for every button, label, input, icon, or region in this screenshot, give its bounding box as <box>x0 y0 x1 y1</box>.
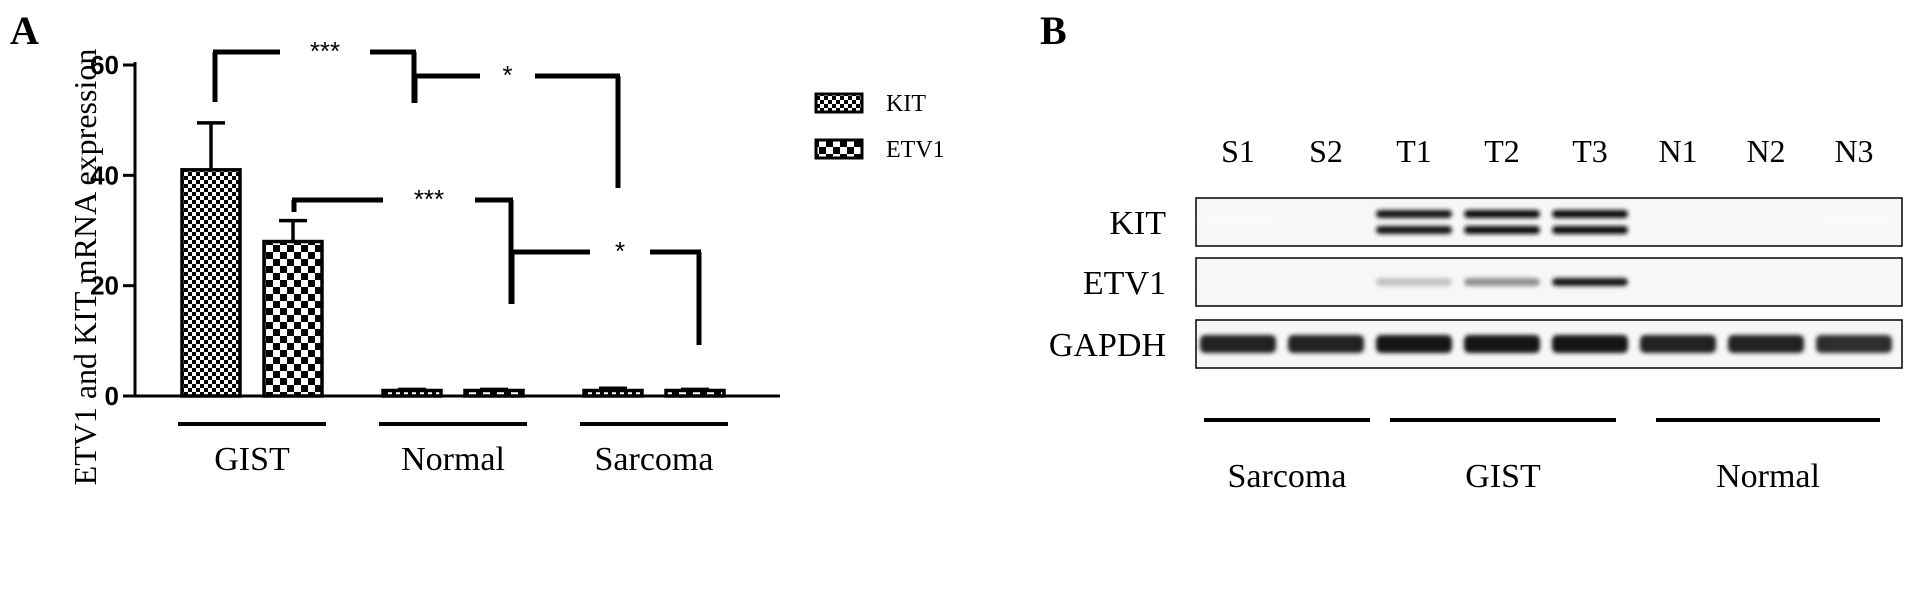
blot-band <box>1464 210 1540 218</box>
lane-label-n2: N2 <box>1746 133 1785 169</box>
legend-label-etv1: ETV1 <box>886 137 945 163</box>
blot-row-label-gapdh: GAPDH <box>1049 327 1166 364</box>
blot-band <box>1728 278 1804 286</box>
blot-band <box>1728 335 1804 353</box>
significance-marker: *** <box>310 36 340 66</box>
category-label-gist: GIST <box>214 441 290 478</box>
bar-kit-sarcoma <box>582 388 644 398</box>
lane-label-s2: S2 <box>1309 133 1343 169</box>
blot-band <box>1464 278 1540 286</box>
category-labels: GIST Normal Sarcoma <box>178 422 728 478</box>
blot-band <box>1816 335 1892 353</box>
bar-etv1-normal <box>463 388 525 398</box>
group-label-gist: GIST <box>1465 458 1541 495</box>
blot-band <box>1200 278 1276 286</box>
panel-a-label: A <box>10 8 39 53</box>
lane-label-t2: T2 <box>1484 133 1520 169</box>
panel-b-label: B <box>1040 8 1067 53</box>
lane-label-t1: T1 <box>1396 133 1432 169</box>
y-tick-label: 0 <box>105 381 119 411</box>
bar-kit-normal <box>381 388 443 398</box>
blot-band <box>1552 226 1628 234</box>
blot-band <box>1376 210 1452 218</box>
blot-band <box>1376 226 1452 234</box>
bar-etv1-gist <box>262 239 324 398</box>
blot-band <box>1200 335 1276 353</box>
significance-brackets: ******** <box>212 36 702 345</box>
group-label-sarcoma: Sarcoma <box>1228 458 1347 495</box>
group-label-normal: Normal <box>1716 458 1820 495</box>
blot-band <box>1376 278 1452 286</box>
lane-group-labels: Sarcoma GIST Normal <box>1204 418 1880 495</box>
y-tick-label: 40 <box>90 160 119 190</box>
legend-swatch-kit <box>814 92 864 114</box>
blot-row-label-etv1: ETV1 <box>1083 265 1166 302</box>
blot-band <box>1816 278 1892 286</box>
y-axis-label: ETV1 and KIT mRNA expression <box>67 49 103 486</box>
blot-band <box>1288 335 1364 353</box>
lane-label-t3: T3 <box>1572 133 1608 169</box>
bar-kit-gist <box>180 168 242 398</box>
blot-band <box>1464 335 1540 353</box>
bar-series <box>180 121 726 398</box>
legend: KIT ETV1 <box>814 91 945 163</box>
significance-marker: *** <box>414 184 444 214</box>
blot-band <box>1464 226 1540 234</box>
category-label-sarcoma: Sarcoma <box>595 441 714 478</box>
legend-swatch-etv1 <box>814 138 864 160</box>
blot-band <box>1552 210 1628 218</box>
legend-label-kit: KIT <box>886 91 926 117</box>
significance-marker: * <box>615 236 625 266</box>
blot-band <box>1640 335 1716 353</box>
blot-band <box>1552 335 1628 353</box>
lane-labels: S1 S2 T1 T2 T3 N1 N2 N3 <box>1221 133 1873 169</box>
blot-band <box>1376 335 1452 353</box>
blot-band <box>1552 278 1628 286</box>
lane-label-n3: N3 <box>1834 133 1873 169</box>
blot-band <box>1200 218 1276 226</box>
category-label-normal: Normal <box>401 441 505 478</box>
blot-row-label-kit: KIT <box>1109 205 1166 242</box>
bar-etv1-sarcoma <box>664 388 726 398</box>
lane-label-s1: S1 <box>1221 133 1255 169</box>
lane-label-n1: N1 <box>1658 133 1697 169</box>
blot-band <box>1816 218 1892 226</box>
y-tick-label: 20 <box>90 271 119 301</box>
y-tick-label: 60 <box>90 50 119 80</box>
blot-band <box>1728 218 1804 226</box>
significance-marker: * <box>502 60 512 90</box>
